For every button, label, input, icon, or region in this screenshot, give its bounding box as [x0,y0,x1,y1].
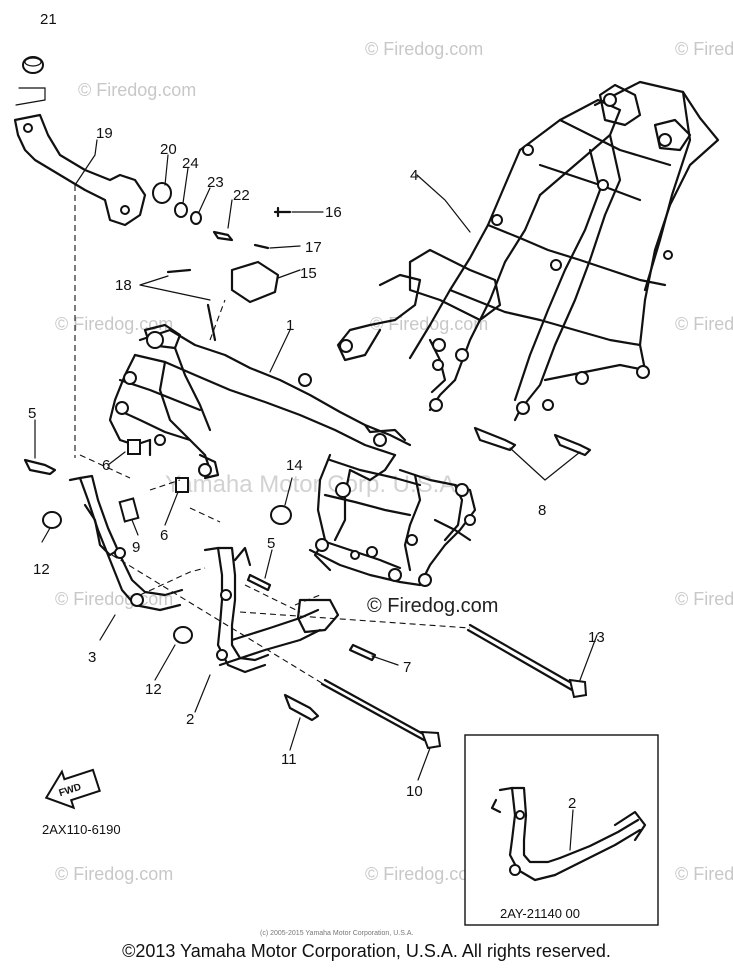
down-tube-2-part [173,546,340,674]
callout-12a: 12 [33,561,50,578]
fwd-arrow: FWD [44,768,101,810]
callout-5b: 5 [267,535,275,552]
callout-22: 22 [233,187,250,204]
callout-16: 16 [325,204,342,221]
callout-5a: 5 [28,405,36,422]
callout-1: 1 [286,317,294,334]
watermark: © Firedog.com [55,864,173,884]
callout-20: 20 [160,141,177,158]
callout-19: 19 [96,125,113,142]
watermark-dark: © Firedog.com [367,595,498,617]
watermark: © Firedog.com [675,314,733,334]
hardware-group [22,56,292,342]
callout-10: 10 [406,783,423,800]
bolts-group [23,426,592,722]
rear-frame-part [336,80,720,422]
callout-21: 21 [40,11,57,28]
callout-2-inset: 2 [568,795,576,812]
bracket-19-part [13,113,147,227]
callout-8: 8 [538,502,546,519]
callout-11: 11 [281,751,297,768]
watermark: © Firedog.com [675,864,733,884]
watermark: © Firedog.com [365,864,483,884]
watermark-layer: © Firedog.com © Firedog.com © Firedog.co… [55,39,733,884]
inset-panel [464,734,659,926]
callout-2: 2 [186,711,194,728]
down-tube-3-part [42,474,184,612]
inset-credit: (c) 2005-2015 Yamaha Motor Corporation, … [260,930,413,937]
watermark: © Firedog.com [675,589,733,609]
callout-12b: 12 [145,681,162,698]
callout-13: 13 [588,629,605,646]
watermark: © Firedog.com [365,39,483,59]
main-frame-part [108,323,477,587]
watermark: © Firedog.com [55,314,173,334]
callout-6b: 6 [160,527,168,544]
watermark: © Firedog.com [370,314,488,334]
callout-23: 23 [207,174,224,191]
watermark: © Firedog.com [675,39,733,59]
callout-7: 7 [403,659,411,676]
inset-code: 2AY-21140 00 [500,906,580,921]
watermark: © Firedog.com [55,589,173,609]
callout-6a: 6 [102,457,110,474]
watermark: © Firedog.com [78,80,196,100]
callout-18: 18 [115,277,132,294]
diagram-code: 2AX110-6190 [42,822,121,837]
long-bolts-group [320,623,588,750]
callout-24: 24 [182,155,199,172]
callout-14: 14 [286,457,303,474]
copyright-notice: ©2013 Yamaha Motor Corporation, U.S.A. A… [122,941,611,961]
leader-lines [15,87,598,851]
callout-15: 15 [300,265,317,282]
callout-3: 3 [88,649,96,666]
callout-9: 9 [132,539,140,556]
callouts: 21 19 20 24 23 22 16 17 15 18 1 4 5 6 6 … [28,11,605,812]
callout-4: 4 [410,167,418,184]
callout-17: 17 [305,239,322,256]
